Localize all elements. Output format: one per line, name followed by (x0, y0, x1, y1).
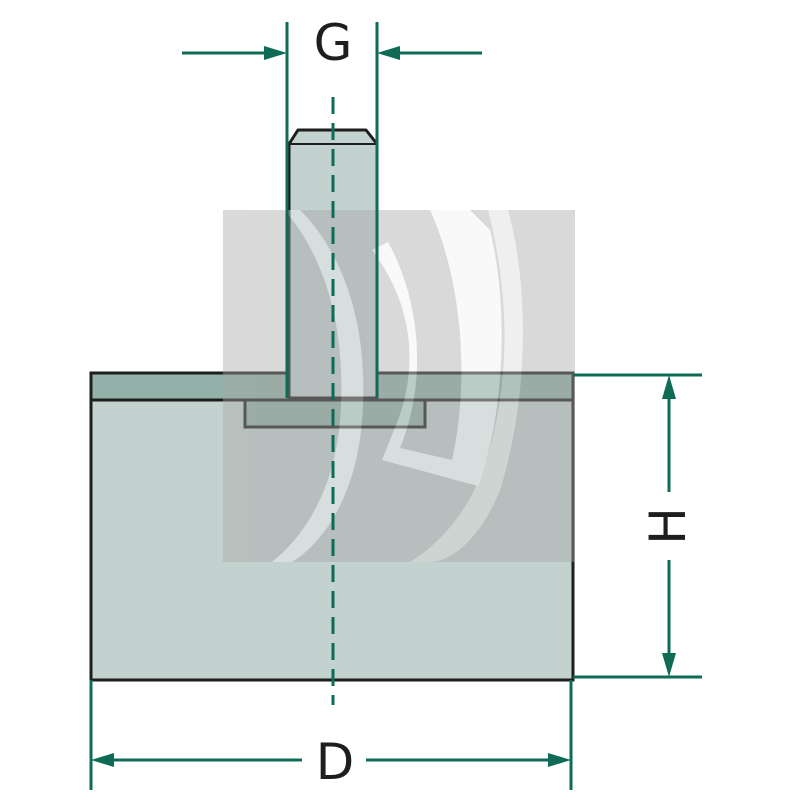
dimension-h: H (573, 373, 702, 679)
h-label: H (639, 507, 697, 545)
d-label: D (316, 733, 355, 791)
d-arrowhead-right (548, 753, 571, 767)
embedded-washer (243, 398, 427, 429)
g-arrowhead-right (377, 46, 400, 60)
g-label: G (314, 14, 353, 72)
h-arrowhead-bottom (662, 653, 676, 677)
h-arrowhead-top (662, 375, 676, 399)
d-arrowhead-left (91, 753, 114, 767)
watermark-logo (223, 210, 575, 562)
dimension-g: G (182, 14, 482, 398)
g-arrowhead-left (264, 46, 287, 60)
dimension-d: D (89, 680, 573, 791)
